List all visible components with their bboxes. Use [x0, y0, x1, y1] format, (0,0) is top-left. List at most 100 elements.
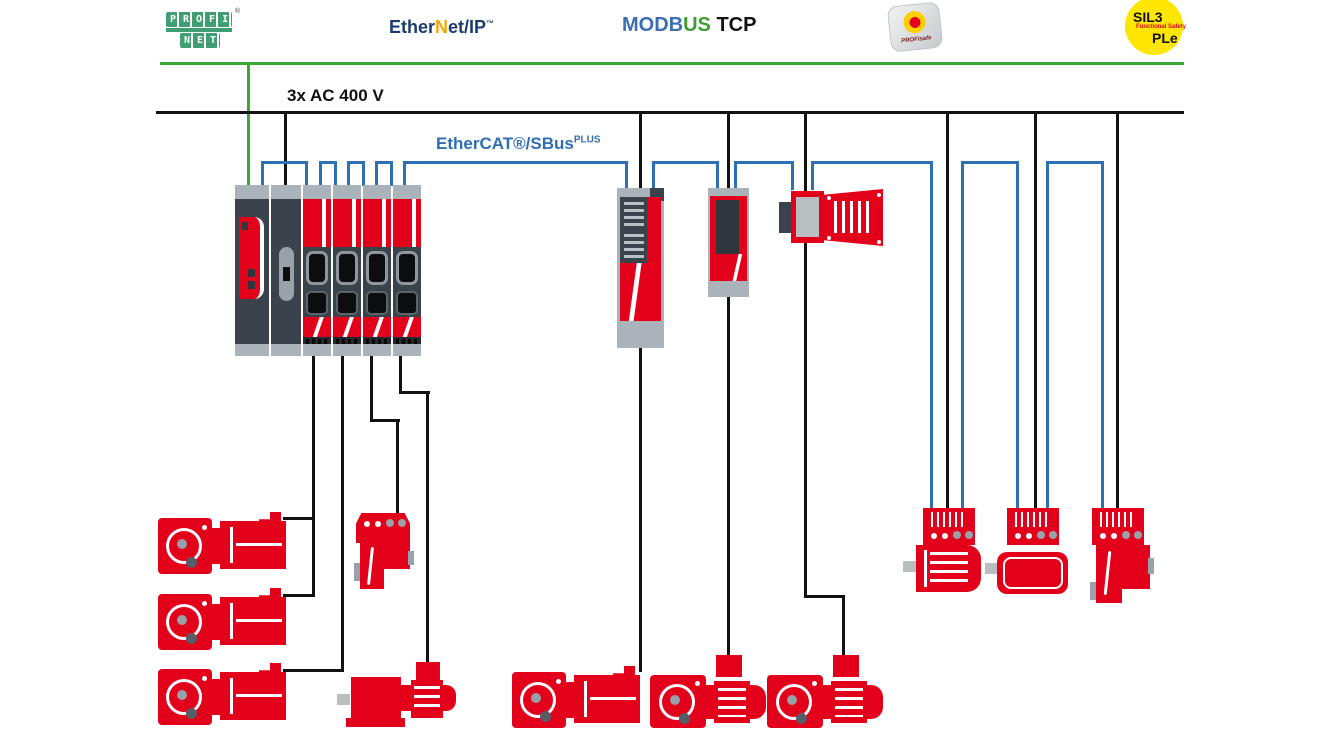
body-line [590, 697, 636, 700]
controller-led [242, 222, 248, 230]
body-line [236, 543, 282, 546]
brake-cap [443, 685, 456, 711]
axis-swoosh [372, 317, 384, 337]
profisafe-red-dot-icon [908, 15, 921, 29]
axis-stripe [322, 199, 326, 247]
profinet-band [166, 28, 232, 32]
gear-ring-icon [166, 679, 202, 715]
motor-shaft [903, 561, 916, 572]
sbus-drop [334, 161, 337, 186]
mount-tab [354, 563, 360, 581]
sil3-text: SIL3 [1133, 9, 1163, 25]
axis-top [333, 199, 361, 247]
bus-label: EtherCAT®/SBusPLUS [436, 134, 601, 154]
fieldbus-drop-line [247, 62, 250, 186]
gear-hub [787, 695, 797, 705]
axis-display [366, 251, 388, 285]
near-motor-inverter-heatsink [824, 189, 883, 246]
sbus-seg-g [735, 161, 794, 164]
axis-stripe [352, 199, 356, 247]
drive-top [356, 513, 410, 543]
axis-terminals [363, 337, 391, 344]
flange-line [230, 678, 233, 714]
sbus-drop [734, 161, 737, 188]
power-drop-cabinet [284, 111, 287, 187]
axis-display [306, 251, 328, 285]
sbus-seg-e [404, 161, 628, 164]
sbus-seg-i [962, 161, 1019, 164]
modbus-blue: MODB [622, 14, 684, 36]
axis-terminals [393, 337, 421, 344]
flange-line [584, 681, 587, 717]
motor-cable-inverter3 [727, 296, 730, 658]
motor-block [351, 677, 401, 718]
sbus-drop [811, 161, 814, 190]
sbus-drop-long [1101, 161, 1104, 509]
inverter-plate [796, 197, 819, 237]
profinet-bottom-text: NET [180, 33, 220, 48]
axis-terminals [333, 337, 361, 344]
sbus-drop [791, 161, 794, 190]
heatsink-slots-icon [931, 512, 967, 527]
axis-connector [396, 291, 418, 315]
power-drop-inverter4 [804, 111, 807, 598]
module-cap [271, 185, 301, 199]
bus-label-sup: PLUS [573, 134, 601, 146]
connector-dots-icon [364, 521, 370, 527]
drive-foot [384, 543, 410, 569]
supply-module [271, 185, 301, 356]
terminal-teeth [336, 339, 358, 344]
gear-neck [210, 528, 222, 564]
module-cap [393, 344, 421, 356]
power-label: 3x AC 400 V [287, 86, 384, 105]
axis4-cable-v1 [399, 354, 402, 394]
axis-stripe [412, 199, 416, 247]
sbus-drop [375, 161, 378, 186]
decentralized-unit-angle [1086, 506, 1154, 606]
axis-display [396, 251, 418, 285]
decentralized-drive-unit [352, 511, 416, 591]
sbus-drop [319, 161, 322, 186]
sbus-drop [362, 161, 365, 186]
axis-swoosh [312, 317, 324, 337]
gear-hub [531, 693, 541, 703]
gear-neck [564, 682, 576, 718]
axis-terminals [303, 337, 331, 344]
axis-mid [303, 247, 331, 317]
gear-pip [202, 525, 207, 530]
vent-slots [624, 234, 644, 259]
screw-dot [827, 196, 831, 200]
axis1-cable-stub-m1 [283, 517, 314, 520]
axis-swoosh [342, 317, 354, 337]
gear-pip [812, 681, 817, 686]
gear-dot [186, 557, 197, 568]
axis-swoosh [402, 317, 414, 337]
sbus-seg-b [320, 161, 337, 164]
axis3-cable-v1 [370, 354, 373, 422]
module-cap [235, 185, 269, 199]
gear-head [158, 594, 212, 650]
mount-tab [1090, 582, 1096, 600]
sbus-drop [261, 161, 264, 186]
fin-lines [718, 688, 746, 717]
sbus-seg-c [348, 161, 365, 164]
profinet-reg: ® [234, 8, 240, 15]
gearmotor-3 [158, 663, 286, 725]
gear-pip [695, 681, 700, 686]
module-cap [363, 185, 391, 199]
motor-body [916, 545, 981, 592]
axis-connector [336, 291, 358, 315]
compact-swoosh [732, 254, 743, 281]
motor-body [220, 521, 286, 569]
controller-port [248, 281, 255, 289]
axis1-cable-v [312, 354, 315, 597]
module-cap [333, 185, 361, 199]
axis-bottom [363, 317, 391, 337]
sil3-ple-badge: SIL3 Functional Safety PLe [1125, 0, 1186, 55]
profisafe-label: PROFIsafe [900, 35, 932, 45]
module-cap [363, 344, 391, 356]
controller-port [248, 269, 255, 277]
terminal-box [833, 655, 859, 677]
axis3-cable-h [370, 419, 400, 422]
axis-connector [306, 291, 328, 315]
